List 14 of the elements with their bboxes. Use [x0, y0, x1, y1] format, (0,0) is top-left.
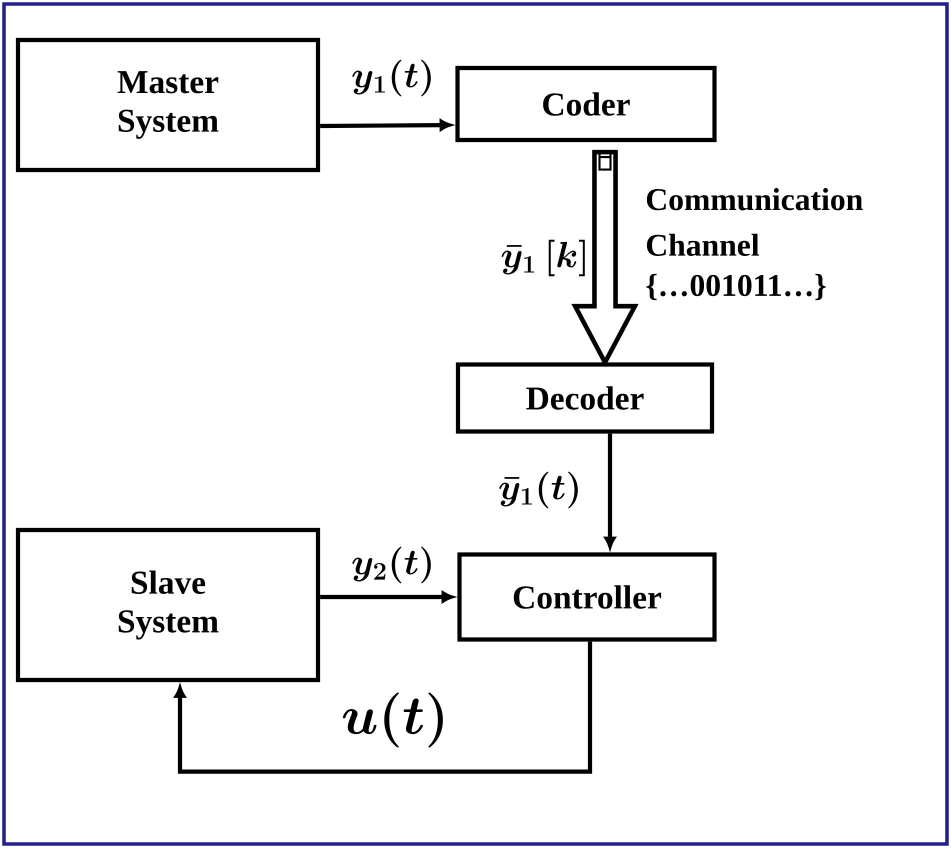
block-box: Decoder [456, 362, 714, 434]
channel-label: {…001011…} [646, 274, 826, 300]
channel-label: Communication Channel [646, 188, 863, 256]
block-box: Master System [16, 38, 320, 172]
edge-label: $y_2(t)$ [349, 545, 437, 585]
hollow-arrow [571, 150, 639, 368]
block-box: Controller [457, 552, 717, 642]
arrow [174, 642, 592, 774]
edge-label: $\bar{y}_1(t)$ [496, 470, 584, 510]
block-box: Coder [455, 66, 717, 142]
edge-label: $y_1(t)$ [349, 58, 437, 98]
block-box: Slave System [16, 528, 320, 682]
edge-label: $u(t)$ [338, 690, 452, 750]
edge-label: $\bar{y}_1\,[k]$ [498, 238, 592, 278]
